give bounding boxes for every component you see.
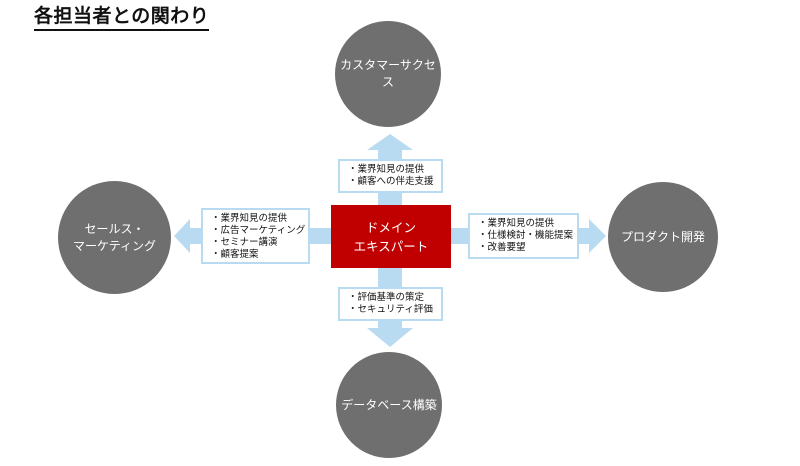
node-sales-marketing-label: セールス・ マーケティング	[72, 221, 157, 253]
box-item: ・顧客提案	[211, 249, 259, 260]
box-item: ・仕様検討・機能提案	[478, 230, 574, 241]
box-item: ・広告マーケティング	[211, 225, 306, 236]
node-customer-success: カスタマーサクセス	[335, 21, 441, 127]
node-product-development-label: プロダクト開発	[620, 229, 705, 244]
box-customer-success: ・業界知見の提供 ・顧客への伴走支援	[338, 159, 443, 193]
center-domain-expert-label: ドメイン エキスパート	[353, 219, 429, 254]
node-database-construction: データベース構築	[336, 352, 442, 458]
node-database-construction-label: データベース構築	[341, 397, 437, 412]
box-item: ・セキュリティ評価	[348, 304, 433, 315]
box-item: ・改善要望	[478, 242, 526, 253]
box-database-construction: ・評価基準の策定 ・セキュリティ評価	[338, 287, 443, 321]
center-domain-expert: ドメイン エキスパート	[331, 205, 451, 268]
node-product-development: プロダクト開発	[608, 182, 718, 292]
box-item: ・業界知見の提供	[211, 213, 288, 224]
node-sales-marketing: セールス・ マーケティング	[58, 181, 171, 294]
box-item: ・評価基準の策定	[348, 292, 425, 303]
box-item: ・顧客への伴走支援	[348, 176, 434, 187]
page-title: 各担当者との関わり	[34, 4, 210, 31]
box-item: ・業界知見の提供	[478, 218, 555, 229]
box-product-development: ・業界知見の提供 ・仕様検討・機能提案 ・改善要望	[468, 213, 579, 259]
box-item: ・セミナー講演	[211, 237, 278, 248]
node-customer-success-label: カスタマーサクセス	[340, 58, 436, 89]
box-sales-marketing: ・業界知見の提供 ・広告マーケティング ・セミナー講演 ・顧客提案	[201, 208, 310, 264]
box-item: ・業界知見の提供	[348, 164, 425, 175]
